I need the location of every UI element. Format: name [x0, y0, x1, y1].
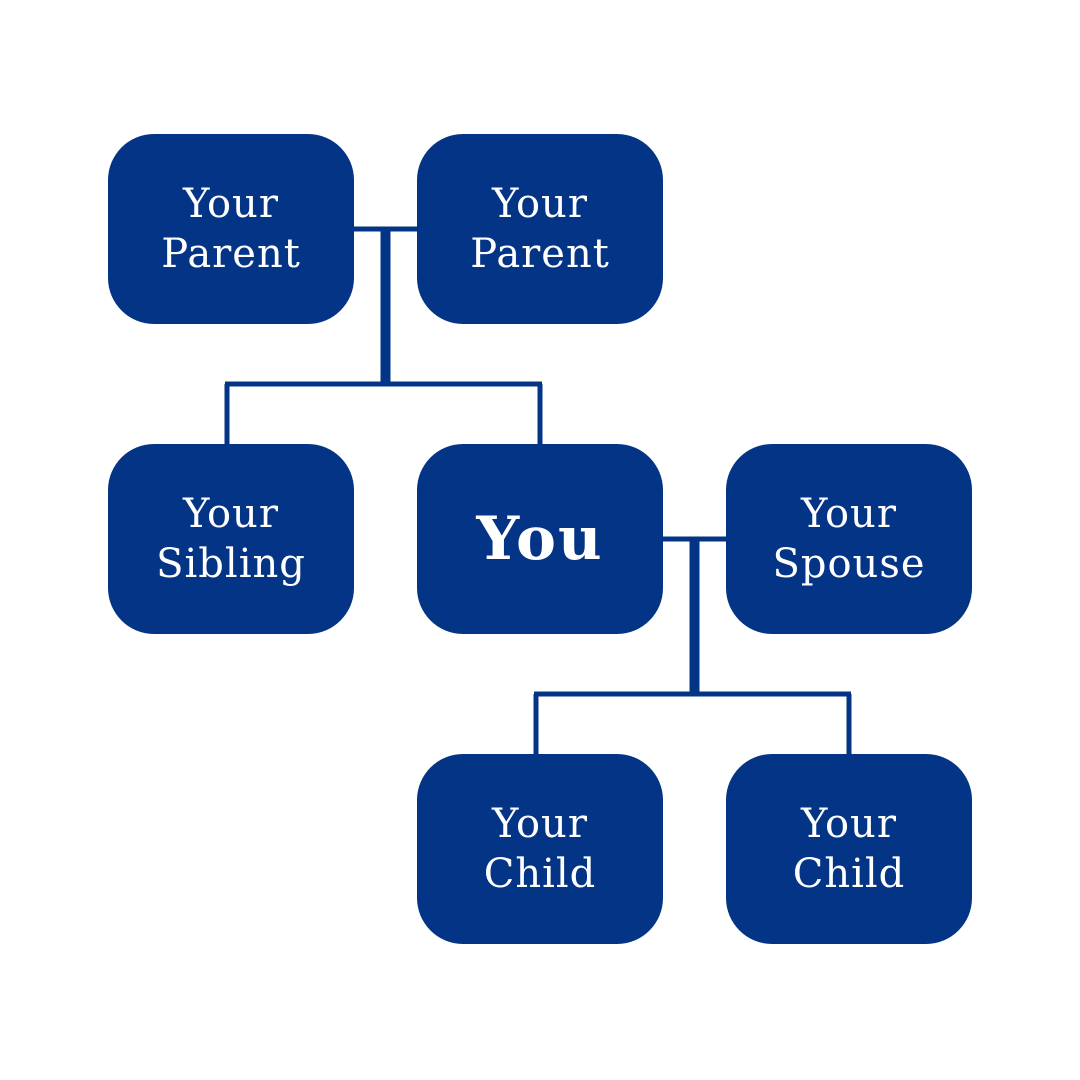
node-your-parent: Your Parent — [417, 134, 663, 324]
node-label-line-1: Your — [183, 491, 279, 537]
node-your-sibling: Your Sibling — [108, 444, 354, 634]
node-label-line-1: Your — [801, 491, 897, 537]
node-label-line-2: Child — [483, 851, 597, 897]
node-label-line-1: You — [476, 504, 604, 574]
node-you: You — [417, 444, 663, 634]
node-label-line-1: Your — [183, 181, 279, 227]
node-label-line-1: Your — [801, 801, 897, 847]
node-label-line-1: Your — [492, 181, 588, 227]
node-your-parent: Your Parent — [108, 134, 354, 324]
node-your-spouse: Your Spouse — [726, 444, 972, 634]
node-label-line-2: Parent — [470, 231, 610, 277]
node-label-line-2: Child — [792, 851, 906, 897]
node-label-line-2: Parent — [161, 231, 301, 277]
node-your-child: Your Child — [726, 754, 972, 944]
node-label-line-1: Your — [492, 801, 588, 847]
node-label-line-2: Sibling — [156, 541, 306, 587]
node-label-line-2: Spouse — [772, 541, 926, 587]
node-your-child: Your Child — [417, 754, 663, 944]
